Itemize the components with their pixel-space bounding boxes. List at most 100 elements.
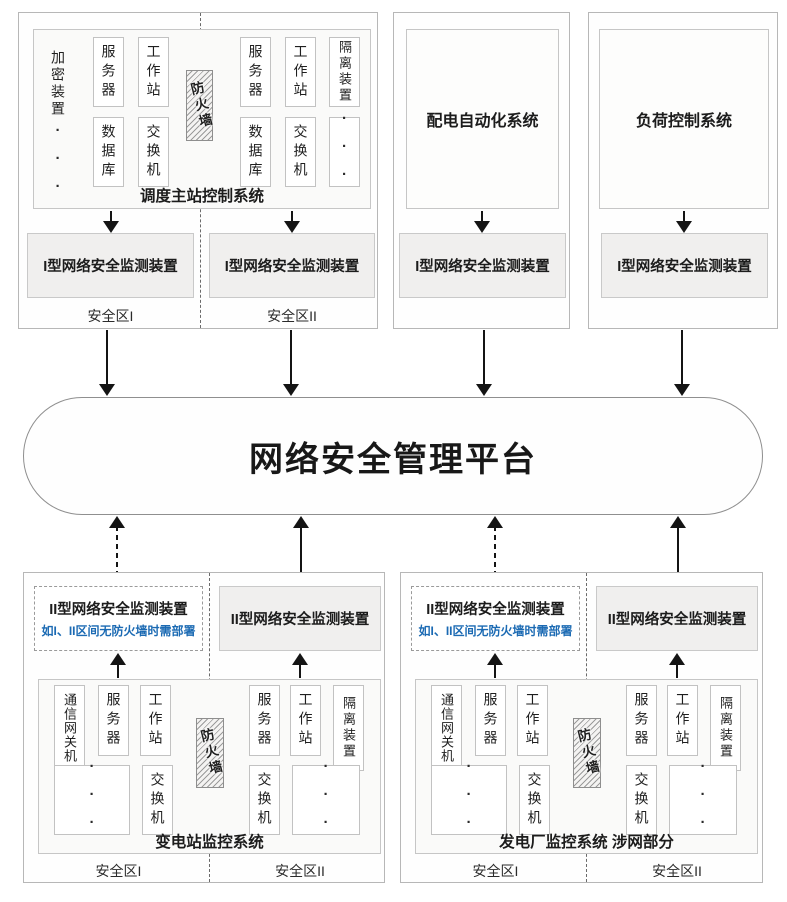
panel-dispatch: 加密装置 ··· 服务器 工作站 数据库 交换机 防火墙 服务器 工作站 隔离装…: [18, 12, 378, 329]
component-label: 服务器: [247, 43, 264, 101]
component-workstation: 工作站: [285, 37, 316, 107]
component-label: 服务器: [100, 43, 117, 101]
arrow-head: [476, 384, 492, 396]
component-firewall: 防火墙: [186, 70, 213, 141]
component-database: 数据库: [93, 117, 124, 187]
component-label: 服务器: [633, 692, 650, 749]
component-label: 工作站: [524, 692, 541, 749]
component-workstation: 工作站: [140, 685, 171, 756]
arrow-head: [674, 384, 690, 396]
device-label: I型网络安全监测装置: [617, 259, 752, 275]
component-label: 加密装置: [50, 50, 66, 118]
arrow-plant-sys-to-device1: [487, 653, 503, 678]
zone2-label: 安全区II: [652, 863, 702, 879]
arrow-stem: [493, 663, 497, 678]
arrow-head: [99, 384, 115, 396]
component-switch: 交换机: [519, 765, 550, 835]
arrow-zone2-to-platform: [283, 330, 299, 396]
arrow-substation-dashed-to-platform: [109, 516, 125, 572]
arrow-substation-sys-to-device1: [110, 653, 126, 678]
arrow-substation-to-platform: [293, 516, 309, 572]
device-label: II型网络安全监测装置: [230, 612, 370, 628]
zone1-label: 安全区I: [87, 308, 134, 324]
dispatch-system-box: 加密装置 ··· 服务器 工作站 数据库 交换机 防火墙 服务器 工作站 隔离装…: [33, 29, 371, 209]
component-workstation: 工作站: [667, 685, 698, 756]
arrow-stem: [299, 526, 303, 572]
arrow-plant-dashed-to-platform: [487, 516, 503, 572]
component-switch: 交换机: [626, 765, 657, 835]
system-label-plant: 发电厂监控系统 涉网部分: [499, 834, 674, 851]
arrow-stem: [105, 330, 109, 386]
arrow-zone1-to-platform: [99, 330, 115, 396]
panel-substation: II型网络安全监测装置 如I、II区间无防火墙时需部署 II型网络安全监测装置 …: [23, 572, 385, 883]
component-label: 交换机: [145, 123, 162, 181]
device-label: I型网络安全监测装置: [224, 259, 360, 275]
ellipsis-label: ···: [336, 110, 353, 194]
component-encryption-device: 加密装置: [44, 38, 72, 130]
distribution-system-box: 配电自动化系统: [406, 29, 559, 209]
component-firewall: 防火墙: [573, 718, 601, 788]
component-label: 工作站: [674, 692, 691, 749]
component-switch: 交换机: [285, 117, 316, 187]
arrow-stem: [682, 211, 686, 223]
type1-device-distribution: I型网络安全监测装置: [399, 233, 566, 298]
component-database: 数据库: [240, 117, 271, 187]
component-label: 隔离装置: [718, 696, 733, 760]
type2-device-optional-substation: II型网络安全监测装置 如I、II区间无防火墙时需部署: [34, 586, 203, 651]
device-label: II型网络安全监测装置: [49, 602, 188, 618]
component-server: 服务器: [626, 685, 657, 756]
arrow-head: [487, 516, 503, 528]
arrow-head: [284, 221, 300, 233]
system-label-dispatch: 调度主站控制系统: [139, 188, 264, 205]
arrow-stem: [116, 663, 120, 678]
arrow-substation-sys-to-device2: [292, 653, 308, 678]
arrow-stem: [115, 526, 119, 572]
arrow-distribution-to-device: [474, 211, 490, 233]
component-switch: 交换机: [138, 117, 169, 187]
substation-system-box: 通信网关机 服务器 工作站 防火墙 服务器 工作站 隔离装置 ··· 交换机 交…: [38, 679, 381, 854]
arrow-stem: [482, 330, 486, 386]
arrow-head: [474, 221, 490, 233]
component-label: 隔离装置: [341, 696, 356, 760]
system-label-substation: 变电站监控系统: [155, 834, 264, 851]
component-server: 服务器: [475, 685, 506, 756]
component-label: 交换机: [149, 771, 166, 829]
type1-device-load: I型网络安全监测装置: [601, 233, 768, 298]
zone2-label: 安全区II: [267, 308, 317, 324]
zone2-label: 安全区II: [275, 863, 325, 879]
ellipsis-label: ···: [83, 758, 101, 842]
system-label-load: 负荷控制系统: [635, 113, 732, 130]
component-workstation: 工作站: [517, 685, 548, 756]
ellipsis-label: ···: [694, 758, 712, 842]
network-security-platform: 网络安全管理平台: [23, 397, 763, 515]
arrow-stem: [493, 526, 497, 572]
component-server: 服务器: [249, 685, 280, 756]
arrow-load-to-platform: [674, 330, 690, 396]
component-label: 交换机: [633, 771, 650, 829]
panel-plant: II型网络安全监测装置 如I、II区间无防火墙时需部署 II型网络安全监测装置 …: [400, 572, 763, 883]
ellipsis-label: ···: [49, 122, 67, 206]
ellipsis-label: ···: [317, 758, 335, 842]
ellipsis-box: ···: [431, 758, 507, 842]
arrow-stem: [480, 211, 484, 223]
component-label: 隔离装置: [337, 40, 352, 104]
arrow-head: [487, 653, 503, 665]
arrow-plant-sys-to-device2: [669, 653, 685, 678]
component-label: 数据库: [247, 123, 264, 181]
arrow-head: [293, 516, 309, 528]
zone1-label: 安全区I: [95, 863, 142, 879]
device-label: I型网络安全监测装置: [43, 259, 178, 275]
component-label: 数据库: [100, 123, 117, 181]
component-label: 服务器: [482, 692, 499, 749]
component-switch: 交换机: [249, 765, 280, 835]
ellipsis-box: ···: [292, 758, 360, 842]
component-label: 防火墙: [186, 79, 214, 132]
arrow-head: [283, 384, 299, 396]
arrow-load-to-device: [676, 211, 692, 233]
type1-device-zone2: I型网络安全监测装置: [209, 233, 375, 298]
component-gateway: 通信网关机: [54, 685, 85, 771]
component-label: 工作站: [147, 692, 164, 749]
ellipsis-box: ···: [669, 758, 737, 842]
component-workstation: 工作站: [290, 685, 321, 756]
component-label: 服务器: [256, 692, 273, 749]
